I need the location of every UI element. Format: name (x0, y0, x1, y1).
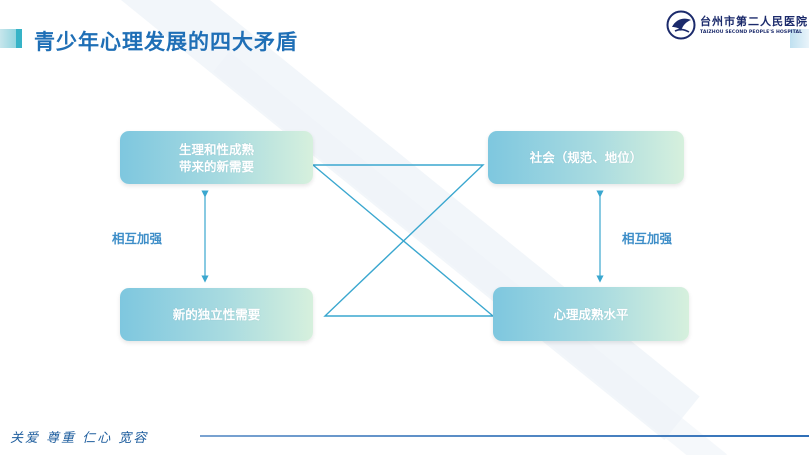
node-independence-need: 新的独立性需要 (120, 288, 313, 341)
cross-line (311, 164, 495, 317)
footer-motto: 关爱 尊重 仁心 宽容 (10, 431, 149, 446)
page-title: 青少年心理发展的四大矛盾 (34, 30, 298, 54)
node-label: 新的独立性需要 (172, 307, 261, 322)
node-label-line: 带来的新需要 (178, 158, 254, 174)
link-label-left: 相互加强 (112, 231, 163, 246)
node-society: 社会（规范、地位） (488, 131, 684, 184)
header-accent-block (790, 29, 809, 48)
node-psychological-maturity: 心理成熟水平 (493, 287, 689, 341)
node-label-line: 生理和性成熟 (178, 141, 254, 157)
hospital-name-cn: 台州市第二人民医院 (700, 15, 808, 28)
title-accent-bar (16, 29, 22, 48)
hospital-logo: 台州市第二人民医院 TAIZHOU SECOND PEOPLE'S HOSPIT… (666, 10, 807, 44)
hospital-logo-icon (666, 10, 696, 40)
link-label-right: 相互加强 (622, 231, 673, 246)
footer-divider (200, 435, 809, 437)
hospital-name-en: TAIZHOU SECOND PEOPLE'S HOSPITAL (700, 30, 803, 35)
node-label: 社会（规范、地位） (529, 150, 643, 165)
node-physiological-maturity: 生理和性成熟 带来的新需要 (120, 131, 313, 184)
node-label: 心理成熟水平 (553, 306, 629, 322)
